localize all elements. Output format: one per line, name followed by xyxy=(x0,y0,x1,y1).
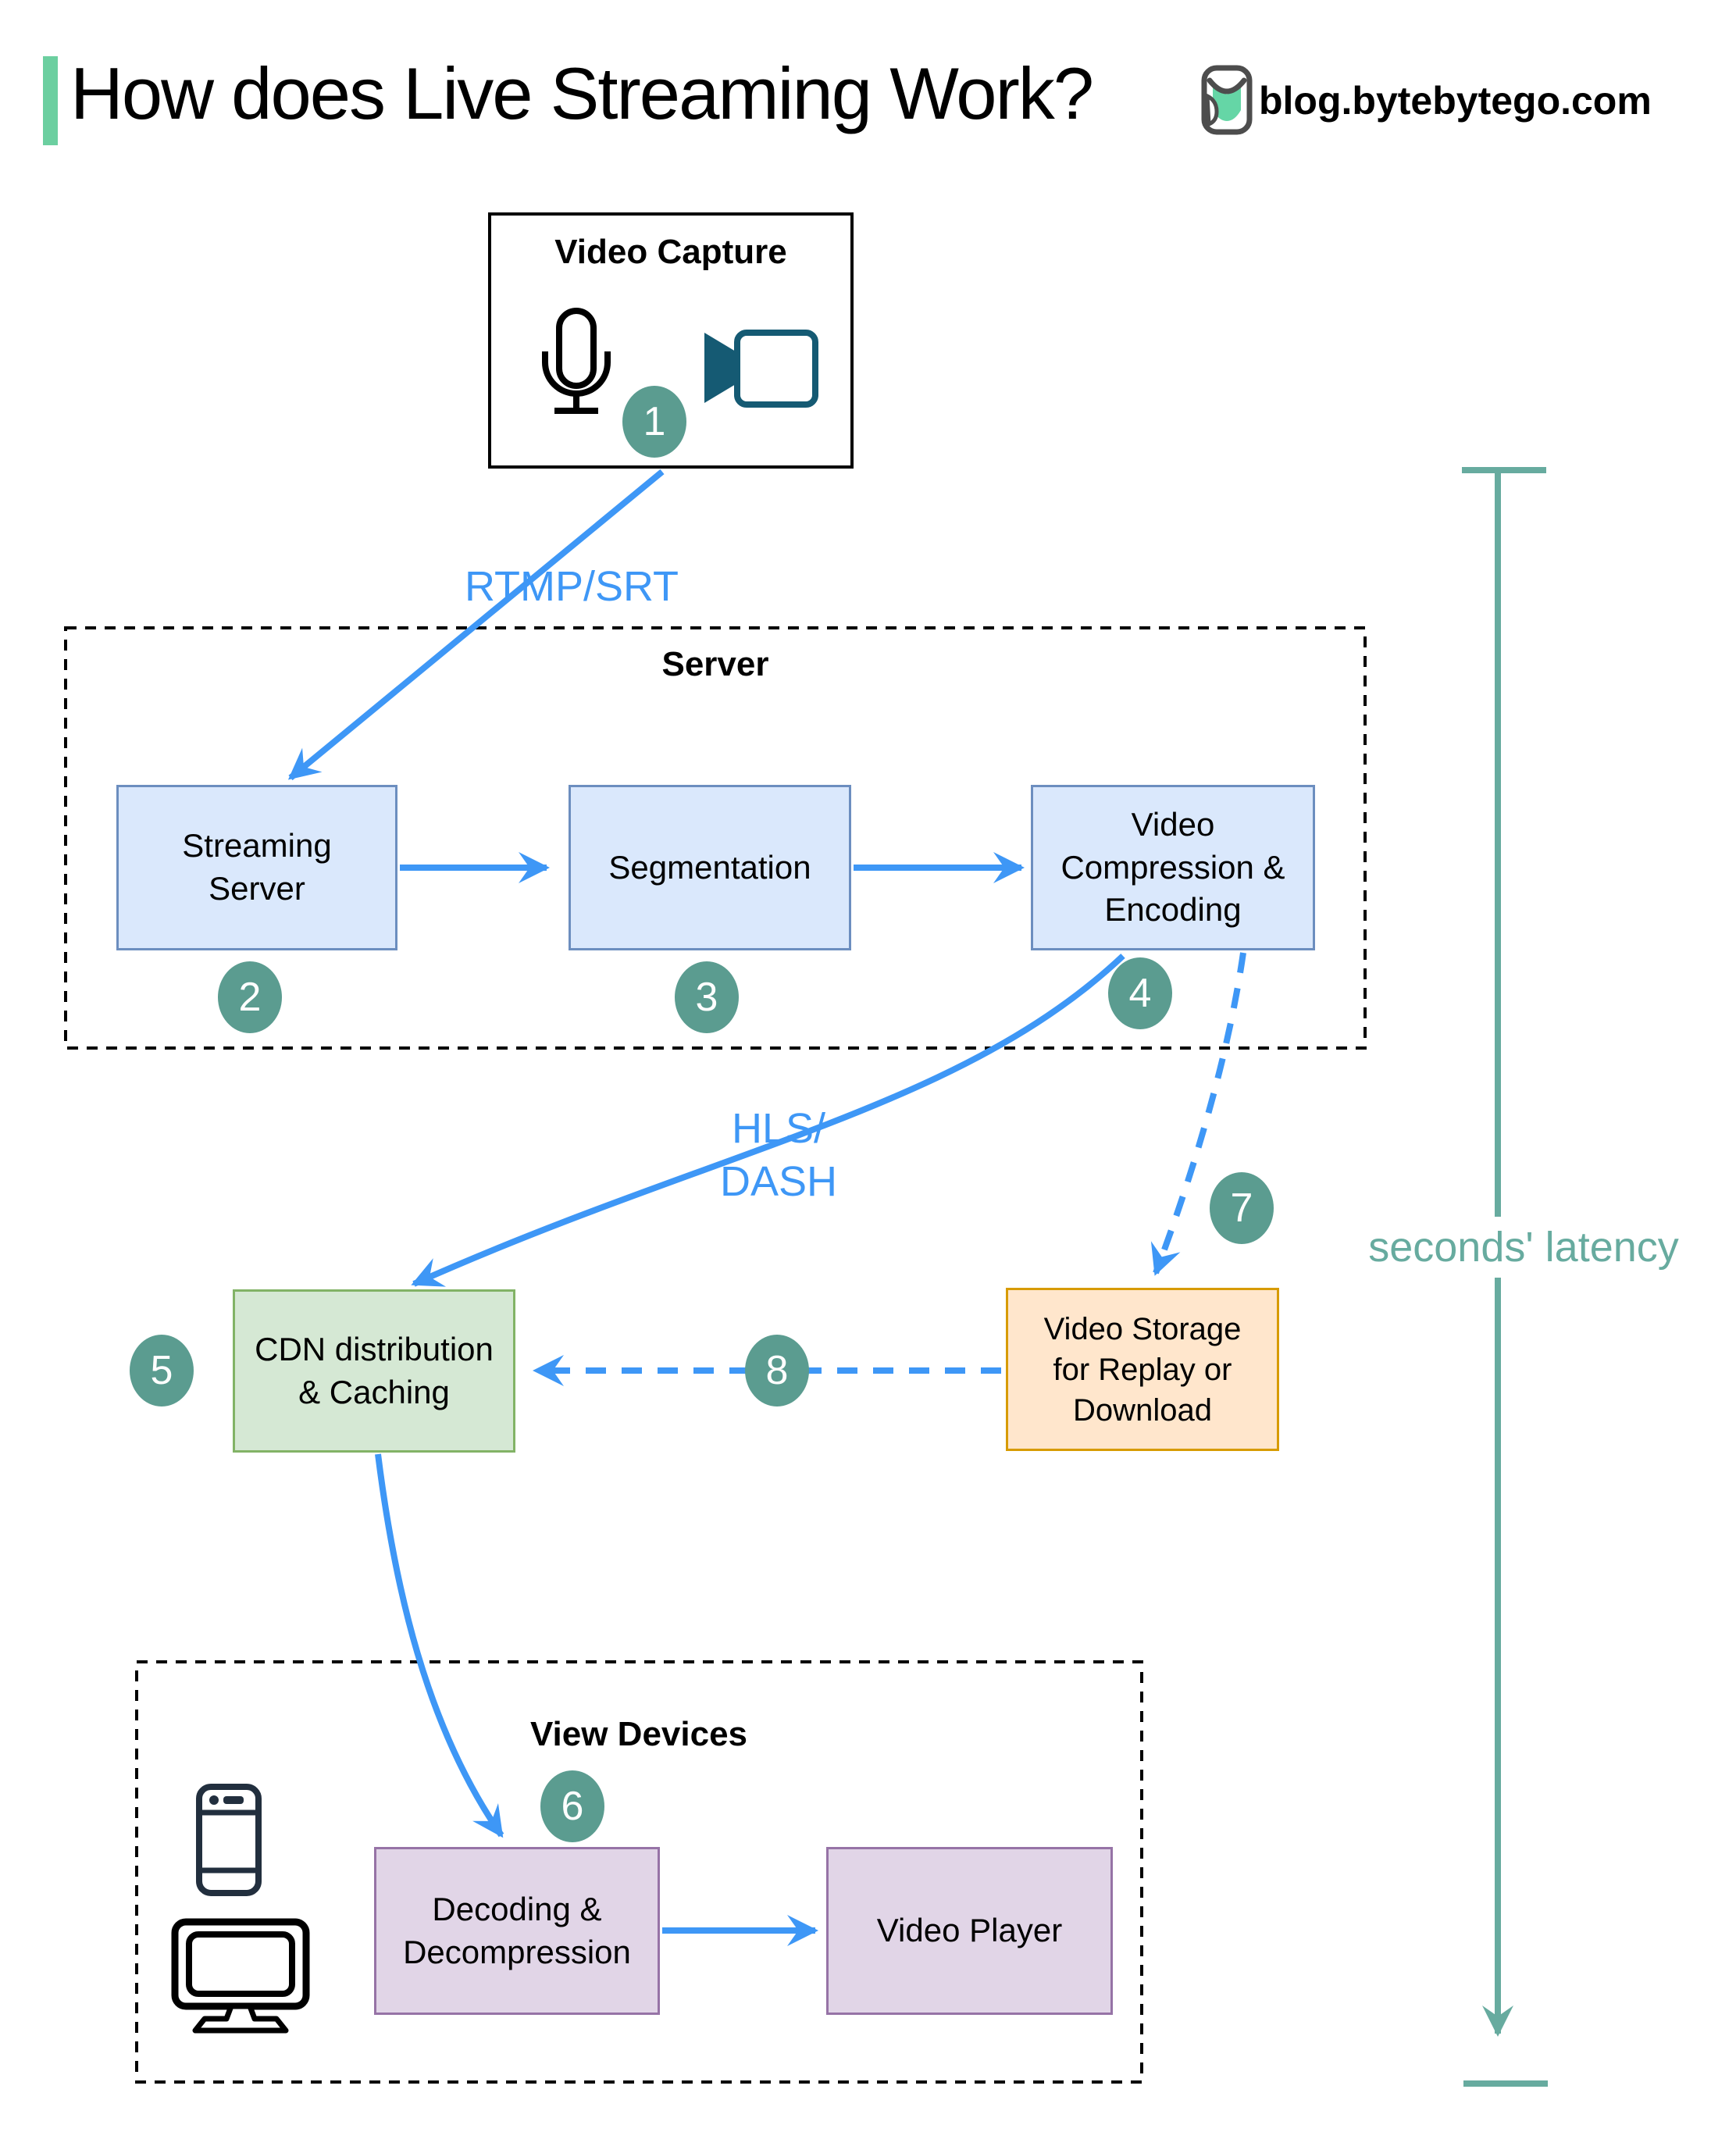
server-group-outline xyxy=(64,626,1367,1050)
compression-label: Video Compression & Encoding xyxy=(1060,806,1285,929)
title-accent-bar xyxy=(43,56,58,145)
step-badge-8: 8 xyxy=(745,1335,809,1406)
view-devices-group-outline xyxy=(135,1660,1143,2084)
streaming-server-label: Streaming Server xyxy=(182,827,332,907)
hls-dash-label: HLS/ DASH xyxy=(719,1105,838,1205)
arrow-compression-to-cdn xyxy=(411,954,1125,1287)
video-capture-label: Video Capture xyxy=(554,233,787,271)
video-camera-icon xyxy=(704,330,818,408)
server-group-label: Server xyxy=(661,645,769,683)
step-badge-5: 5 xyxy=(130,1335,194,1406)
step-badge-4: 4 xyxy=(1108,957,1172,1029)
site-link[interactable]: blog.bytebytego.com xyxy=(1259,79,1652,123)
microphone-icon xyxy=(542,308,611,414)
storage-label: Video Storage for Replay or Download xyxy=(1043,1311,1242,1428)
arrow-cdn-to-decoding xyxy=(375,1453,504,1838)
streaming-server-node: Streaming Server xyxy=(116,785,397,950)
page-title: How does Live Streaming Work? xyxy=(70,52,1094,134)
decoding-node: Decoding & Decompression xyxy=(374,1847,660,2015)
step-badge-1: 1 xyxy=(622,386,686,458)
segmentation-node: Segmentation xyxy=(569,785,851,950)
arrow-capture-to-streaming xyxy=(287,469,665,781)
bytebytego-owl-icon xyxy=(1201,65,1253,135)
latency-label: seconds' latency xyxy=(1367,1217,1680,1278)
compression-node: Video Compression & Encoding xyxy=(1031,785,1315,950)
arrow-compression-to-storage-dashed xyxy=(1150,952,1246,1276)
cdn-label: CDN distribution & Caching xyxy=(255,1330,494,1410)
video-player-label: Video Player xyxy=(876,1912,1063,1949)
step-badge-2: 2 xyxy=(218,961,282,1033)
segmentation-label: Segmentation xyxy=(608,848,811,886)
monitor-icon xyxy=(171,1918,310,2034)
decoding-label: Decoding & Decompression xyxy=(403,1890,631,1970)
video-player-node: Video Player xyxy=(826,1847,1113,2015)
cdn-node: CDN distribution & Caching xyxy=(233,1289,515,1453)
step-badge-3: 3 xyxy=(675,961,739,1033)
storage-node: Video Storage for Replay or Download xyxy=(1006,1288,1279,1451)
step-badge-7: 7 xyxy=(1210,1172,1274,1244)
step-badge-6: 6 xyxy=(540,1770,604,1842)
view-devices-group-label: View Devices xyxy=(529,1715,748,1753)
rtmp-srt-label: RTMP/SRT xyxy=(464,563,679,610)
smartphone-icon xyxy=(196,1784,262,1896)
